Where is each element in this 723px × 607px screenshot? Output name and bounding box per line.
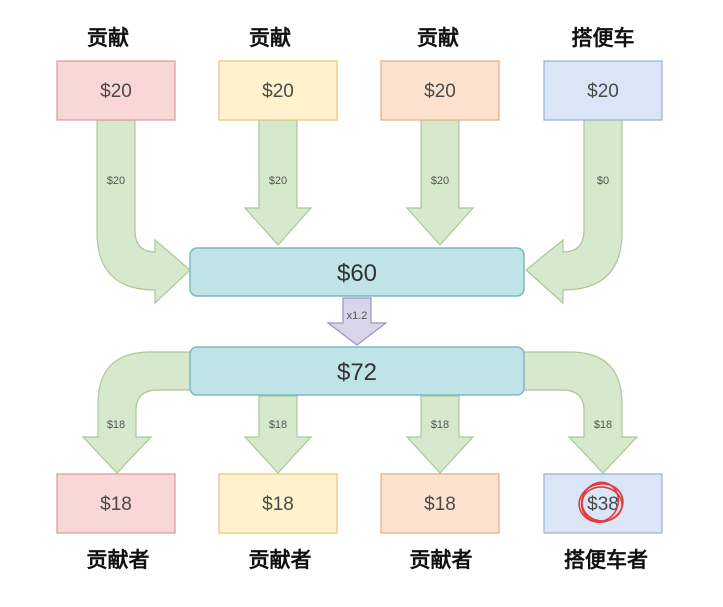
- arrow-bottom-2: [243, 395, 313, 474]
- bottom-box-3: [380, 473, 500, 534]
- bottom-box-2: [218, 473, 338, 534]
- arrow-top-1: [96, 119, 191, 305]
- header-contribute-1: 贡献: [87, 26, 129, 50]
- arrow-bottom-3: [405, 395, 475, 474]
- bottom-amount-3: $18: [424, 494, 456, 515]
- arrow-top-2: [243, 119, 313, 246]
- footer-contributor-2: 贡献者: [249, 548, 312, 572]
- footer-free-rider: 搭便车者: [564, 548, 648, 572]
- arrow-label-top-3: $20: [431, 175, 449, 187]
- top-box-4: [543, 60, 663, 121]
- arrow-label-top-2: $20: [269, 175, 287, 187]
- bottom-amount-2: $18: [262, 494, 294, 515]
- top-box-2: [218, 60, 338, 121]
- top-amount-1: $20: [100, 81, 132, 102]
- top-amount-4: $20: [587, 81, 619, 102]
- bottom-arrows: [81, 351, 639, 474]
- bottom-amount-1: $18: [100, 494, 132, 515]
- arrow-bottom-1: [81, 351, 191, 474]
- footer-contributor-3: 贡献者: [410, 548, 473, 572]
- arrow-top-4: [525, 119, 623, 305]
- top-box-3: [380, 60, 500, 121]
- pool-total-value: $60: [337, 260, 377, 287]
- bottom-box-1: [56, 473, 176, 534]
- top-box-1: [56, 60, 176, 121]
- header-contribute-2: 贡献: [249, 26, 291, 50]
- footer-contributor-1: 贡献者: [87, 548, 150, 572]
- multiplier-arrow: [326, 297, 388, 346]
- bottom-amount-4: $38: [587, 494, 619, 515]
- arrow-label-bottom-2: $18: [269, 419, 287, 431]
- multiplier-label: x1.2: [347, 310, 368, 322]
- arrow-label-bottom-1: $18: [107, 419, 125, 431]
- arrow-label-bottom-4: $18: [594, 419, 612, 431]
- header-free-rider: 搭便车: [572, 26, 635, 50]
- arrow-label-top-4: $0: [597, 175, 609, 187]
- header-contribute-3: 贡献: [417, 26, 459, 50]
- pool-total-box: [189, 247, 525, 297]
- top-amount-3: $20: [424, 81, 456, 102]
- top-amount-2: $20: [262, 81, 294, 102]
- arrow-bottom-4: [523, 351, 639, 474]
- arrow-label-top-1: $20: [107, 175, 125, 187]
- circle-mark: [578, 481, 624, 523]
- arrow-label-bottom-3: $18: [431, 419, 449, 431]
- pool-multiplied-value: $72: [337, 359, 377, 386]
- top-arrows: [96, 119, 623, 305]
- pool-multiplied-box: [189, 346, 525, 396]
- arrow-top-3: [405, 119, 475, 246]
